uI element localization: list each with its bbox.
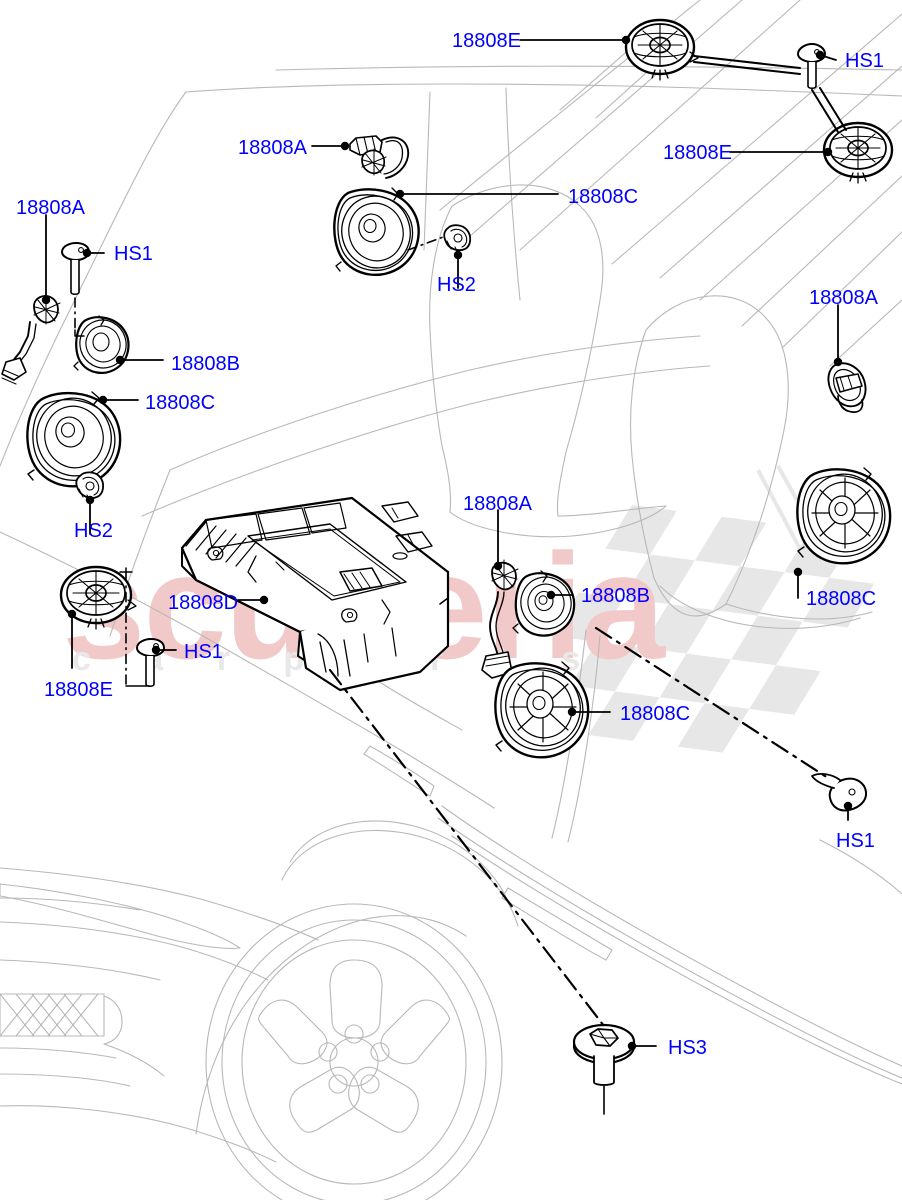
callout-18808C-left-door-speaker[interactable]: 18808C	[145, 392, 216, 414]
part-screw-HS1-lower	[811, 773, 868, 812]
part-tweeter-18808E-3	[59, 565, 137, 630]
part-speaker-18808C-left	[26, 391, 122, 488]
callout-18808E-roof-tweeter-right[interactable]: 18808E	[663, 142, 732, 164]
part-speaker-18808C-centre	[494, 661, 590, 759]
callout-18808E-tweeter-lower[interactable]: 18808E	[44, 679, 113, 701]
part-harness-18808A-upper	[349, 135, 410, 179]
callout-18808B-tweeter-left[interactable]: 18808B	[171, 353, 240, 375]
part-speaker-18808C-upper	[333, 187, 420, 276]
callout-HS2-left-nut[interactable]: HS2	[74, 520, 113, 542]
callout-HS1-left-screw[interactable]: HS1	[114, 243, 153, 265]
part-tweeter-18808E-2	[822, 121, 894, 184]
part-nut-HS2-upper	[443, 224, 472, 254]
callout-18808A-harness-center[interactable]: 18808A	[463, 493, 532, 515]
part-bolt-HS3	[572, 1023, 636, 1115]
callout-18808A-harness-left[interactable]: 18808A	[16, 197, 85, 219]
part-screw-HS1-amp	[136, 638, 165, 688]
callout-18808B-midrange[interactable]: 18808B	[581, 585, 650, 607]
part-nut-HS2-left	[75, 471, 104, 502]
callout-18808C-door-speaker-upper[interactable]: 18808C	[568, 186, 639, 208]
part-amplifier-18808D	[180, 496, 450, 692]
part-harness-18808A-right	[827, 362, 867, 413]
callout-18808C-subwoofer[interactable]: 18808C	[620, 703, 691, 725]
part-speaker-18808C-right	[796, 467, 892, 565]
part-speaker-18808B-centre	[512, 570, 576, 637]
callout-HS2-upper-nut[interactable]: HS2	[437, 274, 476, 296]
callout-HS1-amp-screw[interactable]: HS1	[184, 641, 223, 663]
callout-18808D-amplifier[interactable]: 18808D	[168, 592, 239, 614]
part-harness-18808A-left	[1, 293, 61, 385]
part-harness-18808A-centre	[481, 559, 519, 679]
callout-18808C-right-speaker[interactable]: 18808C	[806, 588, 877, 610]
callout-18808A-harness-right[interactable]: 18808A	[809, 287, 878, 309]
part-speaker-18808B-left	[73, 315, 130, 374]
callout-HS3-bolt[interactable]: HS3	[668, 1037, 707, 1059]
callout-18808A-harness-upper[interactable]: 18808A	[238, 137, 307, 159]
callout-HS1-lower-screw[interactable]: HS1	[836, 830, 875, 852]
callout-HS1-roof-screw[interactable]: HS1	[845, 50, 884, 72]
callout-18808E-roof-tweeter-left[interactable]: 18808E	[452, 30, 521, 52]
part-tweeter-18808E-1	[624, 18, 699, 81]
part-screw-HS1-roof	[797, 43, 826, 90]
